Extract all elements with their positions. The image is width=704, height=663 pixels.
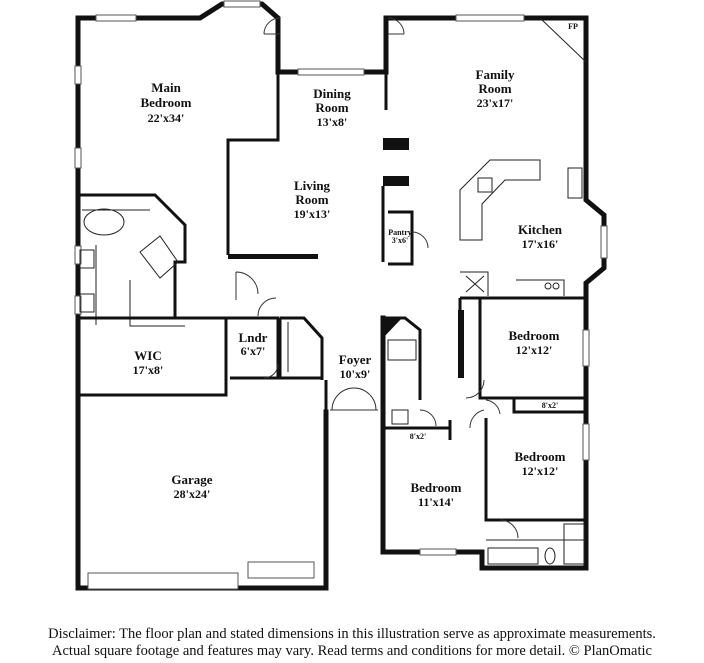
- bedroom-3-name: Bedroom: [514, 449, 565, 464]
- bedroom-4-dims: 11'x14': [418, 495, 454, 509]
- dining-room-name-1: Dining: [313, 86, 351, 101]
- garage-name: Garage: [171, 472, 212, 487]
- closet-1-dims: 8'x2': [542, 401, 558, 410]
- pantry-dims: 3'x6': [392, 236, 408, 245]
- disclaimer-line-2: Actual square footage and features may v…: [52, 643, 652, 659]
- floor-plan: Main Bedroom 22'x34' Dining Room 13'x8' …: [74, 0, 608, 591]
- disclaimer-line-1: Disclaimer: The floor plan and stated di…: [48, 626, 656, 642]
- bedroom-2-name: Bedroom: [508, 328, 559, 343]
- foyer-dims: 10'x9': [340, 367, 371, 381]
- dining-room-dims: 13'x8': [317, 115, 348, 129]
- room-labels: Main Bedroom 22'x34' Dining Room 13'x8' …: [133, 22, 578, 509]
- windows: [74, 0, 608, 590]
- wic-name: WIC: [134, 348, 161, 363]
- bedroom-3-dims: 12'x12': [522, 464, 559, 478]
- kitchen-name: Kitchen: [518, 222, 563, 237]
- laundry-name: Lndr: [239, 330, 268, 345]
- closet-2-dims: 8'x2': [410, 432, 426, 441]
- wic-dims: 17'x8': [133, 363, 164, 377]
- doors: [235, 17, 519, 539]
- interior-walls: [78, 17, 587, 565]
- family-room-name-2: Room: [478, 81, 511, 96]
- family-room-dims: 23'x17': [477, 96, 514, 110]
- foyer-name: Foyer: [339, 352, 372, 367]
- bedroom-4-name: Bedroom: [410, 480, 461, 495]
- pantry-name: Pantry: [388, 228, 412, 237]
- dining-room-name-2: Room: [315, 100, 348, 115]
- main-bedroom-name-1: Main: [151, 80, 181, 95]
- main-bedroom-name-2: Bedroom: [140, 95, 191, 110]
- laundry-dims: 6'x7': [241, 344, 266, 358]
- garage-dims: 28'x24': [174, 487, 211, 501]
- fireplace-label: FP: [568, 22, 578, 31]
- main-bedroom-dims: 22'x34': [148, 111, 185, 125]
- living-room-dims: 19'x13': [294, 207, 331, 221]
- kitchen-dims: 17'x16': [522, 237, 559, 251]
- living-room-name-1: Living: [294, 178, 331, 193]
- living-room-name-2: Room: [295, 192, 328, 207]
- family-room-name-1: Family: [476, 67, 515, 82]
- bedroom-2-dims: 12'x12': [516, 343, 553, 357]
